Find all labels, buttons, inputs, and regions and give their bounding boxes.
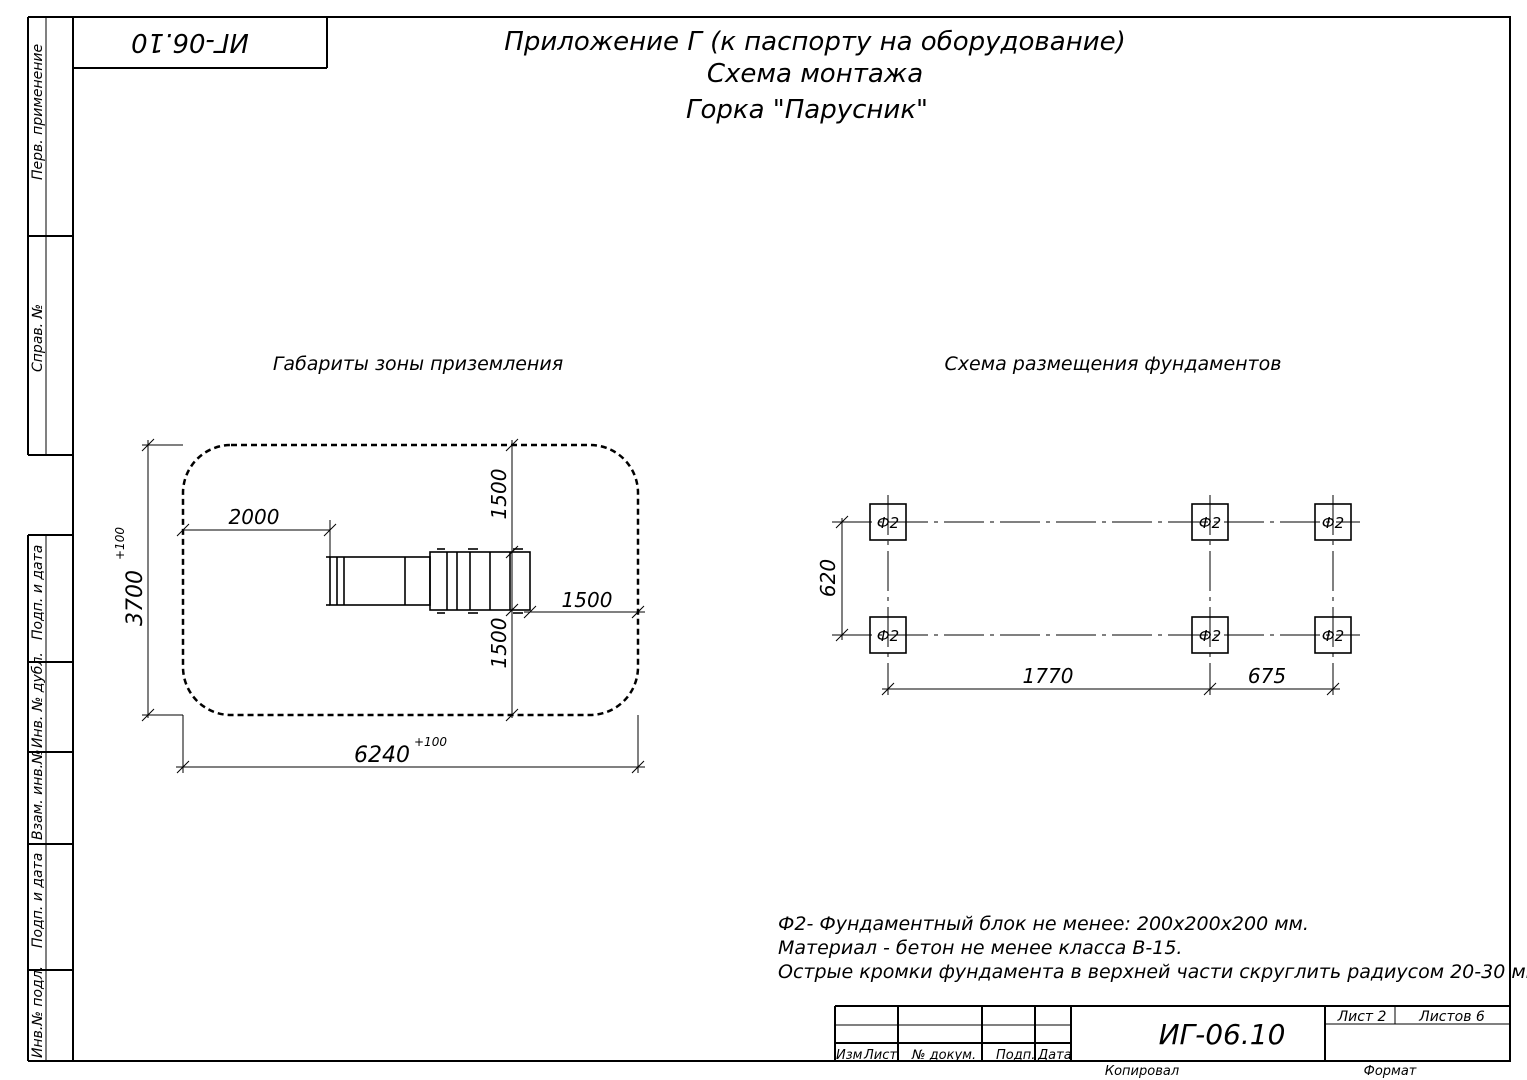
dim-1770: 1770	[1023, 664, 1074, 688]
tb-podp: Подп.	[996, 1048, 1035, 1063]
foundation-drawing: Схема размещения фундаментов Ф2 Ф2 Ф2 Ф2…	[816, 353, 1360, 696]
tb-format: Формат	[1364, 1064, 1417, 1079]
svg-text:Ф2: Ф2	[877, 514, 899, 532]
note-line-2: Материал - бетон не менее класса В-15.	[778, 937, 1182, 959]
notes: Ф2- Фундаментный блок не менее: 200х200х…	[778, 913, 1527, 983]
dim-2000: 2000	[229, 505, 280, 529]
svg-text:Ф2: Ф2	[1322, 514, 1344, 532]
tb-sheet: Лист 2	[1337, 1009, 1387, 1025]
dim-3700: 3700	[123, 570, 148, 626]
title-line-1: Приложение Г (к паспорту на оборудование…	[504, 27, 1125, 57]
dim-6240: 6240	[354, 743, 410, 768]
label-podp-i-data-2: Подп. и дата	[30, 853, 46, 948]
label-sprav-no: Справ. №	[30, 304, 46, 372]
dim-3700-tolerance: +100	[113, 527, 127, 560]
landing-zone-title: Габариты зоны приземления	[273, 353, 563, 375]
dim-675: 675	[1248, 664, 1286, 688]
slide-object	[326, 548, 531, 614]
landing-zone-drawing: Габариты зоны приземления	[113, 353, 645, 774]
dim-6240-tolerance: +100	[414, 735, 447, 749]
foundation-block: Ф2	[1191, 503, 1229, 541]
title-block: Изм Лист № докум. Подп. Дата ИГ-06.10 Ли…	[834, 1005, 1510, 1079]
tb-kopiroval: Копировал	[1105, 1064, 1179, 1079]
dim-1500-bottom: 1500	[487, 618, 511, 669]
foundation-title: Схема размещения фундаментов	[945, 353, 1282, 375]
label-inv-no-podl: Инв.№ подл.	[30, 966, 46, 1058]
dim-1500-right: 1500	[562, 588, 613, 612]
tb-list: Лист	[863, 1048, 897, 1063]
foundation-block: Ф2	[869, 616, 907, 654]
foundation-block: Ф2	[1191, 616, 1229, 654]
label-vzam-inv-no: Взам. инв.№	[30, 749, 46, 840]
foundation-block: Ф2	[869, 503, 907, 541]
left-strip: Перв. применение Справ. № Подп. и дата И…	[27, 16, 73, 1062]
tb-sheets: Листов 6	[1418, 1009, 1485, 1025]
svg-text:Ф2: Ф2	[1199, 514, 1221, 532]
code-box-text: ИГ-06.10	[131, 27, 249, 57]
landing-zone-outline	[181, 443, 640, 717]
svg-text:Ф2: Ф2	[1199, 627, 1221, 645]
svg-text:Ф2: Ф2	[877, 627, 899, 645]
tb-data: Дата	[1037, 1048, 1072, 1063]
label-inv-no-dubl: Инв. № дубл.	[30, 652, 46, 748]
svg-text:Ф2: Ф2	[1322, 627, 1344, 645]
tb-designation: ИГ-06.10	[1159, 1018, 1286, 1051]
dim-1500-top: 1500	[487, 469, 511, 520]
foundation-block: Ф2	[1314, 616, 1352, 654]
label-podp-i-data-1: Подп. и дата	[30, 545, 46, 640]
dim-620: 620	[816, 559, 840, 597]
tb-n-dokum: № докум.	[911, 1048, 976, 1063]
label-perv-primenenie: Перв. применение	[30, 44, 46, 180]
tb-izm: Изм	[836, 1048, 863, 1063]
code-box: ИГ-06.10	[73, 17, 328, 69]
note-line-1: Ф2- Фундаментный блок не менее: 200х200х…	[778, 913, 1309, 935]
sheet-frame	[72, 16, 1511, 1062]
title-line-2: Схема монтажа	[707, 59, 923, 89]
foundation-block: Ф2	[1314, 503, 1352, 541]
note-line-3: Острые кромки фундамента в верхней части…	[778, 961, 1527, 983]
title-line-3: Горка "Парусник"	[686, 95, 928, 125]
